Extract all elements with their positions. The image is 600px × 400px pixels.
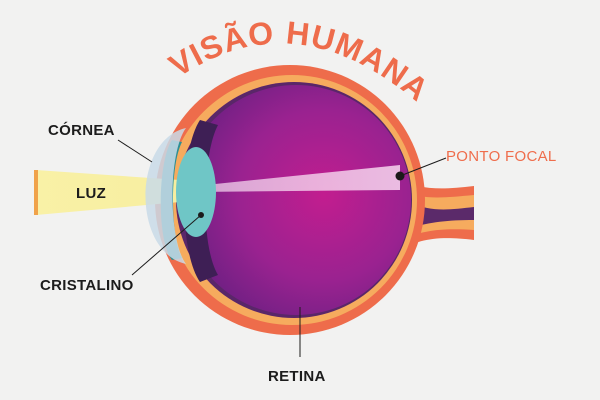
cornea [145, 128, 186, 264]
cristalino-pointer [131, 214, 202, 276]
label-cristalino: CRISTALINO [40, 277, 134, 294]
focal-pointer [399, 157, 447, 177]
cornea-pointer [117, 139, 153, 163]
light-beam [36, 170, 180, 215]
label-luz: LUZ [76, 185, 106, 202]
label-cornea: CÓRNEA [48, 121, 115, 139]
vitreous-body [181, 85, 411, 315]
label-retina: RETINA [268, 368, 326, 385]
focused-light [196, 165, 400, 192]
light-source [34, 170, 38, 215]
cristalino-pointer-dot [198, 212, 204, 218]
label-ponto-focal: PONTO FOCAL [446, 148, 557, 165]
lens-cristalino [176, 147, 216, 237]
